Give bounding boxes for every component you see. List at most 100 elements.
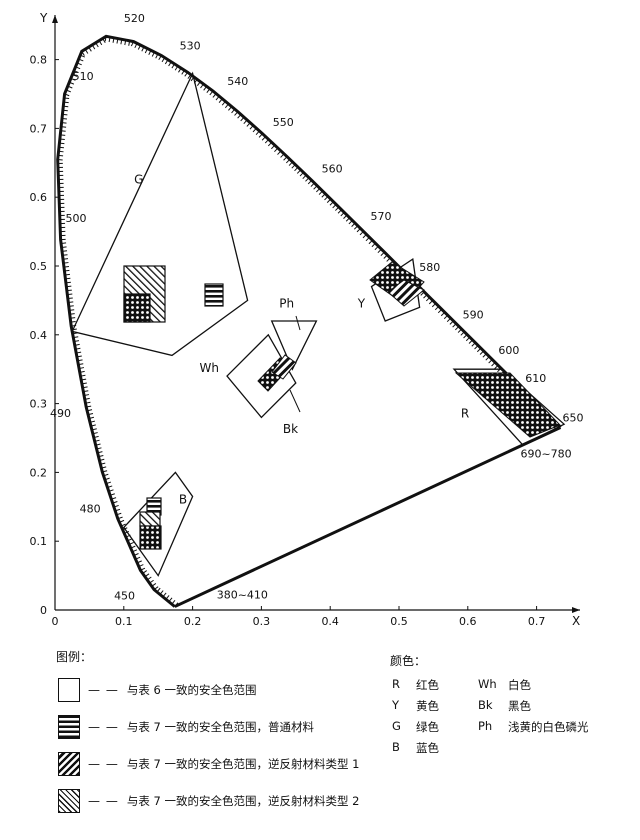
- x-axis-label: X: [572, 614, 580, 628]
- locus-hatch: [280, 153, 285, 158]
- locus-hatch: [61, 117, 68, 120]
- locus-hatch: [452, 323, 457, 328]
- wavelength-label: 580: [419, 261, 440, 274]
- locus-hatch: [164, 59, 169, 65]
- locus-hatch: [463, 334, 468, 339]
- y-tick-label: 0.1: [30, 535, 48, 548]
- locus-hatch: [171, 63, 175, 69]
- locus-hatch: [96, 447, 102, 450]
- locus-hatch: [468, 339, 473, 344]
- locus-hatch: [423, 294, 428, 299]
- locus-hatch: [155, 53, 159, 59]
- locus-hatch: [206, 88, 211, 94]
- locus-hatch: [140, 567, 146, 571]
- y-tick-label: 0.7: [30, 122, 48, 135]
- x-tick-label: 0.4: [321, 615, 339, 628]
- locus-hatch: [224, 103, 229, 109]
- locus-hatch: [137, 44, 141, 50]
- locus-hatch: [291, 164, 296, 169]
- locus-hatch: [61, 122, 67, 124]
- locus-hatch: [77, 359, 83, 362]
- locus-hatch: [258, 133, 263, 138]
- locus-hatch: [476, 347, 482, 353]
- locus-hatch: [58, 146, 64, 149]
- locus-hatch: [79, 370, 85, 373]
- locus-hatch: [90, 424, 96, 427]
- locus-hatch: [72, 332, 78, 335]
- x-tick-label: 0: [52, 615, 59, 628]
- locus-hatch: [485, 356, 490, 361]
- locus-hatch: [231, 108, 236, 114]
- locus-hatch: [76, 351, 82, 354]
- locus-hatch: [58, 150, 64, 153]
- wavelength-label: 450: [114, 589, 135, 602]
- locus-hatch: [146, 576, 152, 581]
- legend-dash: — —: [88, 720, 119, 734]
- locus-hatch: [98, 454, 104, 458]
- locus-hatch: [83, 394, 90, 396]
- locus-hatch: [71, 324, 77, 327]
- locus-hatch: [362, 233, 367, 239]
- x-tick-label: 0.6: [459, 615, 477, 628]
- locus-hatch: [116, 38, 119, 44]
- locus-hatch: [491, 362, 496, 367]
- y-tick-label: 0: [40, 604, 47, 617]
- y-axis-arrow: [52, 15, 58, 23]
- locus-hatch: [120, 39, 123, 45]
- locus-hatch: [64, 97, 70, 99]
- locus-hatch: [249, 125, 254, 130]
- locus-hatch: [240, 116, 245, 122]
- locus-hatch: [76, 62, 82, 66]
- legend-text: 与表 7 一致的安全色范围，逆反射材料类型 1: [126, 757, 360, 771]
- b-patch-dots: [139, 525, 162, 550]
- region-label-g: G: [134, 172, 143, 186]
- wavelength-label: 490: [50, 407, 71, 420]
- locus-hatch: [356, 228, 361, 233]
- legend-text: 与表 6 一致的安全色范围: [126, 683, 257, 697]
- locus-hatch: [326, 198, 332, 203]
- ph-leader: [295, 315, 301, 331]
- locus-hatch: [111, 497, 117, 500]
- locus-hatch: [80, 374, 86, 377]
- locus-hatch: [215, 95, 220, 101]
- locus-hatch: [252, 127, 257, 133]
- locus-hatch: [149, 579, 154, 584]
- locus-hatch: [380, 251, 385, 256]
- wavelength-label: 510: [73, 70, 94, 83]
- bk-leader: [289, 389, 301, 413]
- locus-hatch: [153, 586, 159, 590]
- locus-hatch: [425, 297, 431, 302]
- locus-hatch: [460, 331, 465, 336]
- locus-hatch: [113, 504, 119, 508]
- locus-hatch: [482, 353, 487, 358]
- locus-hatch: [62, 258, 69, 260]
- locus-hatch: [359, 230, 364, 236]
- locus-hatch: [446, 317, 452, 323]
- locus-hatch: [246, 122, 251, 127]
- locus-hatch: [75, 66, 81, 70]
- y-patch-diagonal: [387, 279, 425, 307]
- locus-hatch: [261, 136, 266, 141]
- locus-hatch: [302, 174, 307, 180]
- wavelength-label: 540: [227, 75, 248, 88]
- locus-hatch: [234, 111, 239, 116]
- locus-hatch: [494, 364, 499, 370]
- locus-hatch: [193, 79, 198, 84]
- locus-hatch: [296, 169, 302, 174]
- region-g: [71, 71, 249, 357]
- locus-hatch: [294, 166, 299, 172]
- locus-hatch: [70, 321, 76, 323]
- locus-hatch: [85, 401, 91, 404]
- locus-hatch: [109, 493, 115, 496]
- locus-hatch: [107, 485, 113, 488]
- wavelength-label: 550: [273, 116, 294, 129]
- wavelength-label: 530: [180, 39, 201, 52]
- b-patch-crosshatch: [139, 511, 161, 527]
- legend: 图例： — — 与表 6 一致的安全色范围 — — 与表 7 一致的安全色范围，…: [0, 640, 640, 840]
- x-tick-label: 0.5: [390, 615, 408, 628]
- locus-hatch: [144, 573, 150, 578]
- locus-hatch: [88, 412, 94, 416]
- locus-hatch: [127, 538, 133, 542]
